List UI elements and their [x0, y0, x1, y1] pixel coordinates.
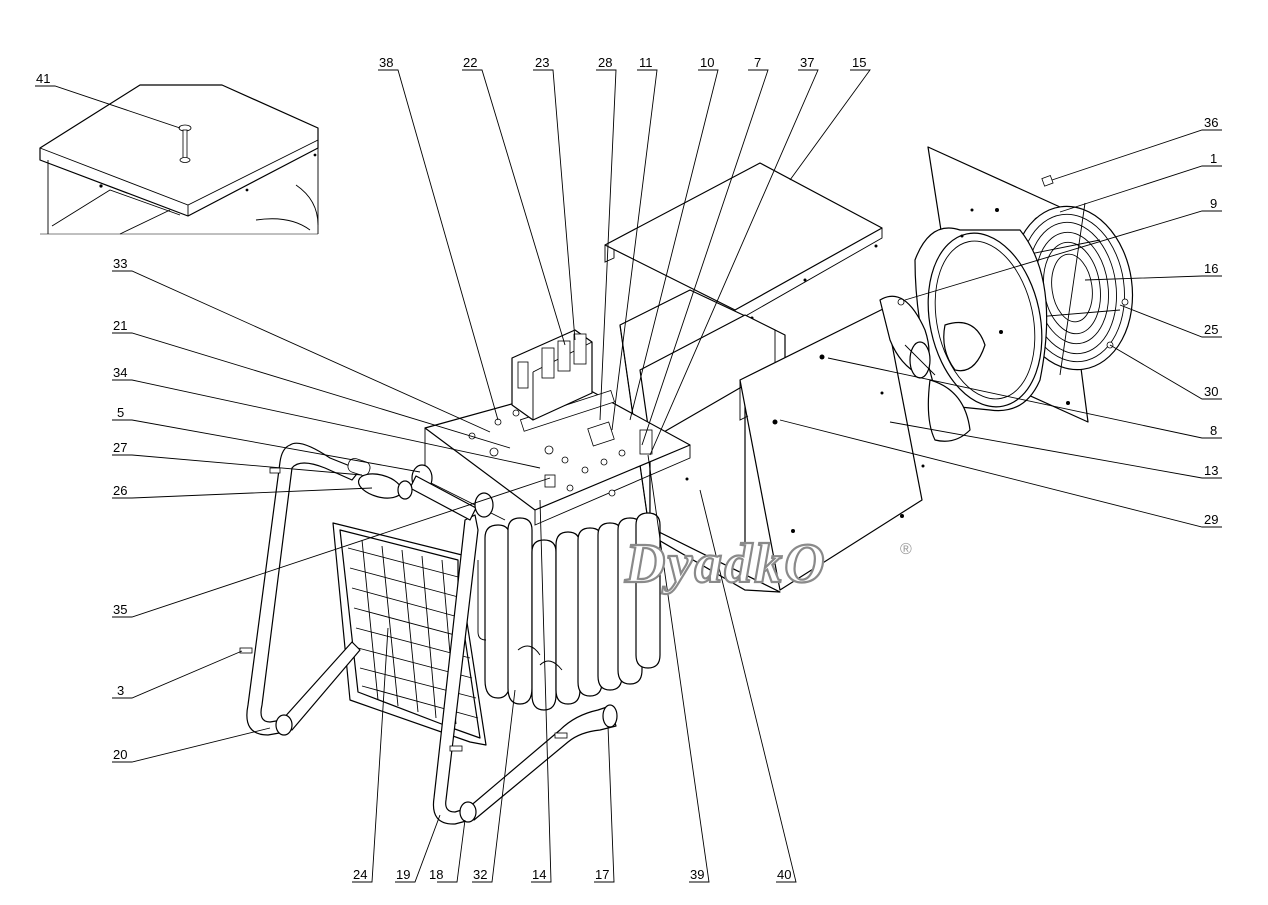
callout-label: 1 — [1210, 151, 1217, 166]
callout-label: 18 — [429, 867, 443, 882]
frame — [239, 442, 618, 825]
callout-label: 5 — [117, 405, 124, 420]
callout-label: 17 — [595, 867, 609, 882]
callout-label: 39 — [690, 867, 704, 882]
inset-detail — [39, 84, 319, 235]
callout-labels: 38 22 23 28 11 10 7 37 15 41 33 21 34 5 … — [36, 55, 1218, 882]
watermark-text: DyadkO — [624, 533, 827, 595]
callout-label: 11 — [639, 55, 653, 70]
back-plate — [685, 307, 925, 591]
callout-label: 14 — [532, 867, 546, 882]
watermark: DyadkO ® — [623, 532, 912, 596]
callout-label: 26 — [113, 483, 127, 498]
callout-label: 40 — [777, 867, 791, 882]
callout-label: 16 — [1204, 261, 1218, 276]
callout-label: 22 — [463, 55, 477, 70]
callout-label: 34 — [113, 365, 127, 380]
callout-label: 9 — [1210, 196, 1217, 211]
callout-label: 24 — [353, 867, 367, 882]
callout-label: 38 — [379, 55, 393, 70]
callout-label: 25 — [1204, 322, 1218, 337]
fan-hardware — [897, 175, 1129, 349]
callout-label: 8 — [1210, 423, 1217, 438]
callout-label: 3 — [117, 683, 124, 698]
contactor — [511, 329, 593, 421]
callout-label: 20 — [113, 747, 127, 762]
leader-lines — [35, 69, 1222, 883]
callout-label: 36 — [1204, 115, 1218, 130]
callout-label: 15 — [852, 55, 866, 70]
callout-label: 37 — [800, 55, 814, 70]
pipe-connectors — [357, 464, 494, 521]
callout-label: 7 — [754, 55, 761, 70]
top-cover — [604, 162, 883, 323]
heating-elements — [477, 512, 661, 711]
callout-label: 19 — [396, 867, 410, 882]
callout-label: 33 — [113, 256, 127, 271]
callout-label: 28 — [598, 55, 612, 70]
callout-label: 13 — [1204, 463, 1218, 478]
callout-label: 21 — [113, 318, 127, 333]
callout-label: 29 — [1204, 512, 1218, 527]
callout-label: 27 — [113, 440, 127, 455]
callout-label: 35 — [113, 602, 127, 617]
callout-label: 41 — [36, 71, 50, 86]
callout-label: 32 — [473, 867, 487, 882]
callout-label: 30 — [1204, 384, 1218, 399]
control-plate — [424, 384, 691, 526]
callout-label: 23 — [535, 55, 549, 70]
registered-mark: ® — [900, 541, 912, 558]
callout-label: 10 — [700, 55, 714, 70]
fan-impeller — [879, 295, 986, 442]
